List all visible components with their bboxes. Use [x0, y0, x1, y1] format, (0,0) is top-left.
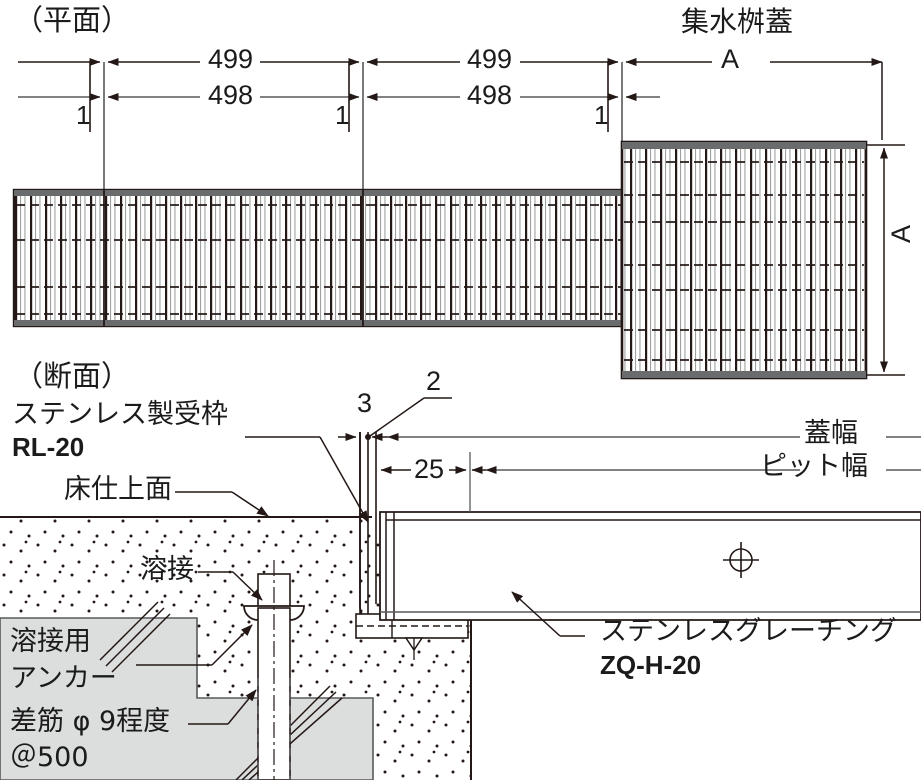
rebar-label-line2: ＠500: [10, 742, 89, 773]
grating-code-label: ZQ-H-20: [600, 650, 702, 680]
section-view: [0, 397, 921, 780]
plan-dim-499-1: 499: [208, 44, 254, 74]
section-dim-3-label: 3: [357, 388, 373, 418]
weld-anchor-label-line2: アンカー: [10, 663, 117, 694]
plan-dim-498-1: 498: [208, 80, 254, 110]
plan-trench-grating: [12, 188, 626, 328]
plan-extension-lines: [103, 62, 623, 196]
rebar-label-line1: 差筋 φ 9程度: [10, 706, 171, 737]
section-dim-3: [338, 433, 388, 441]
section-weld-anchor: [243, 560, 305, 780]
frame-name-label: ステンレス製受枠: [12, 399, 228, 430]
catch-basin-cover-label: 集水桝蓋: [681, 5, 794, 38]
section-grating: [379, 511, 921, 621]
plan-gap-ticks: [89, 62, 609, 132]
leader-rebar: [188, 689, 257, 725]
section-dim-25-label: 25: [414, 454, 445, 484]
section-dim-2-label: 2: [426, 366, 442, 396]
center-mark-icon: [723, 542, 759, 578]
weld-anchor-label-line1: 溶接用: [10, 626, 91, 657]
plan-view: [12, 58, 905, 380]
plan-dim-gap-3: 1: [594, 100, 609, 130]
plan-dim-gap-2: 1: [335, 100, 350, 130]
leader-grating: [511, 591, 585, 637]
frame-code-label: RL-20: [12, 432, 85, 462]
plan-catch-basin-cover: [620, 140, 868, 380]
plan-dim-498-2: 498: [467, 80, 513, 110]
section-width-leaders: [387, 433, 921, 474]
section-view-title: （断面）: [14, 359, 131, 393]
plan-dim-A-horizontal: A: [721, 44, 740, 74]
plan-dim-499-2: 499: [467, 44, 513, 74]
leader-floor-finish: [175, 491, 269, 517]
cover-width-label: 蓋幅: [804, 418, 858, 449]
plan-dim-A-vertical: [862, 62, 905, 376]
plan-view-title: （平面）: [14, 3, 131, 37]
grating-name-label: ステンレスグレーチング: [600, 616, 897, 647]
leader-weld-anchor: [136, 624, 253, 666]
floor-finish-label: 床仕上面: [64, 474, 172, 505]
plan-dim-gap-1: 1: [76, 100, 91, 130]
pit-width-label: ピット幅: [760, 451, 868, 482]
section-leader-2: [369, 397, 452, 437]
section-dim-25: [380, 452, 486, 512]
leader-weld: [198, 571, 263, 601]
plan-dim-A-vertical-label: A: [886, 224, 916, 243]
leader-frame: [245, 436, 369, 523]
weld-label: 溶接: [140, 554, 194, 585]
